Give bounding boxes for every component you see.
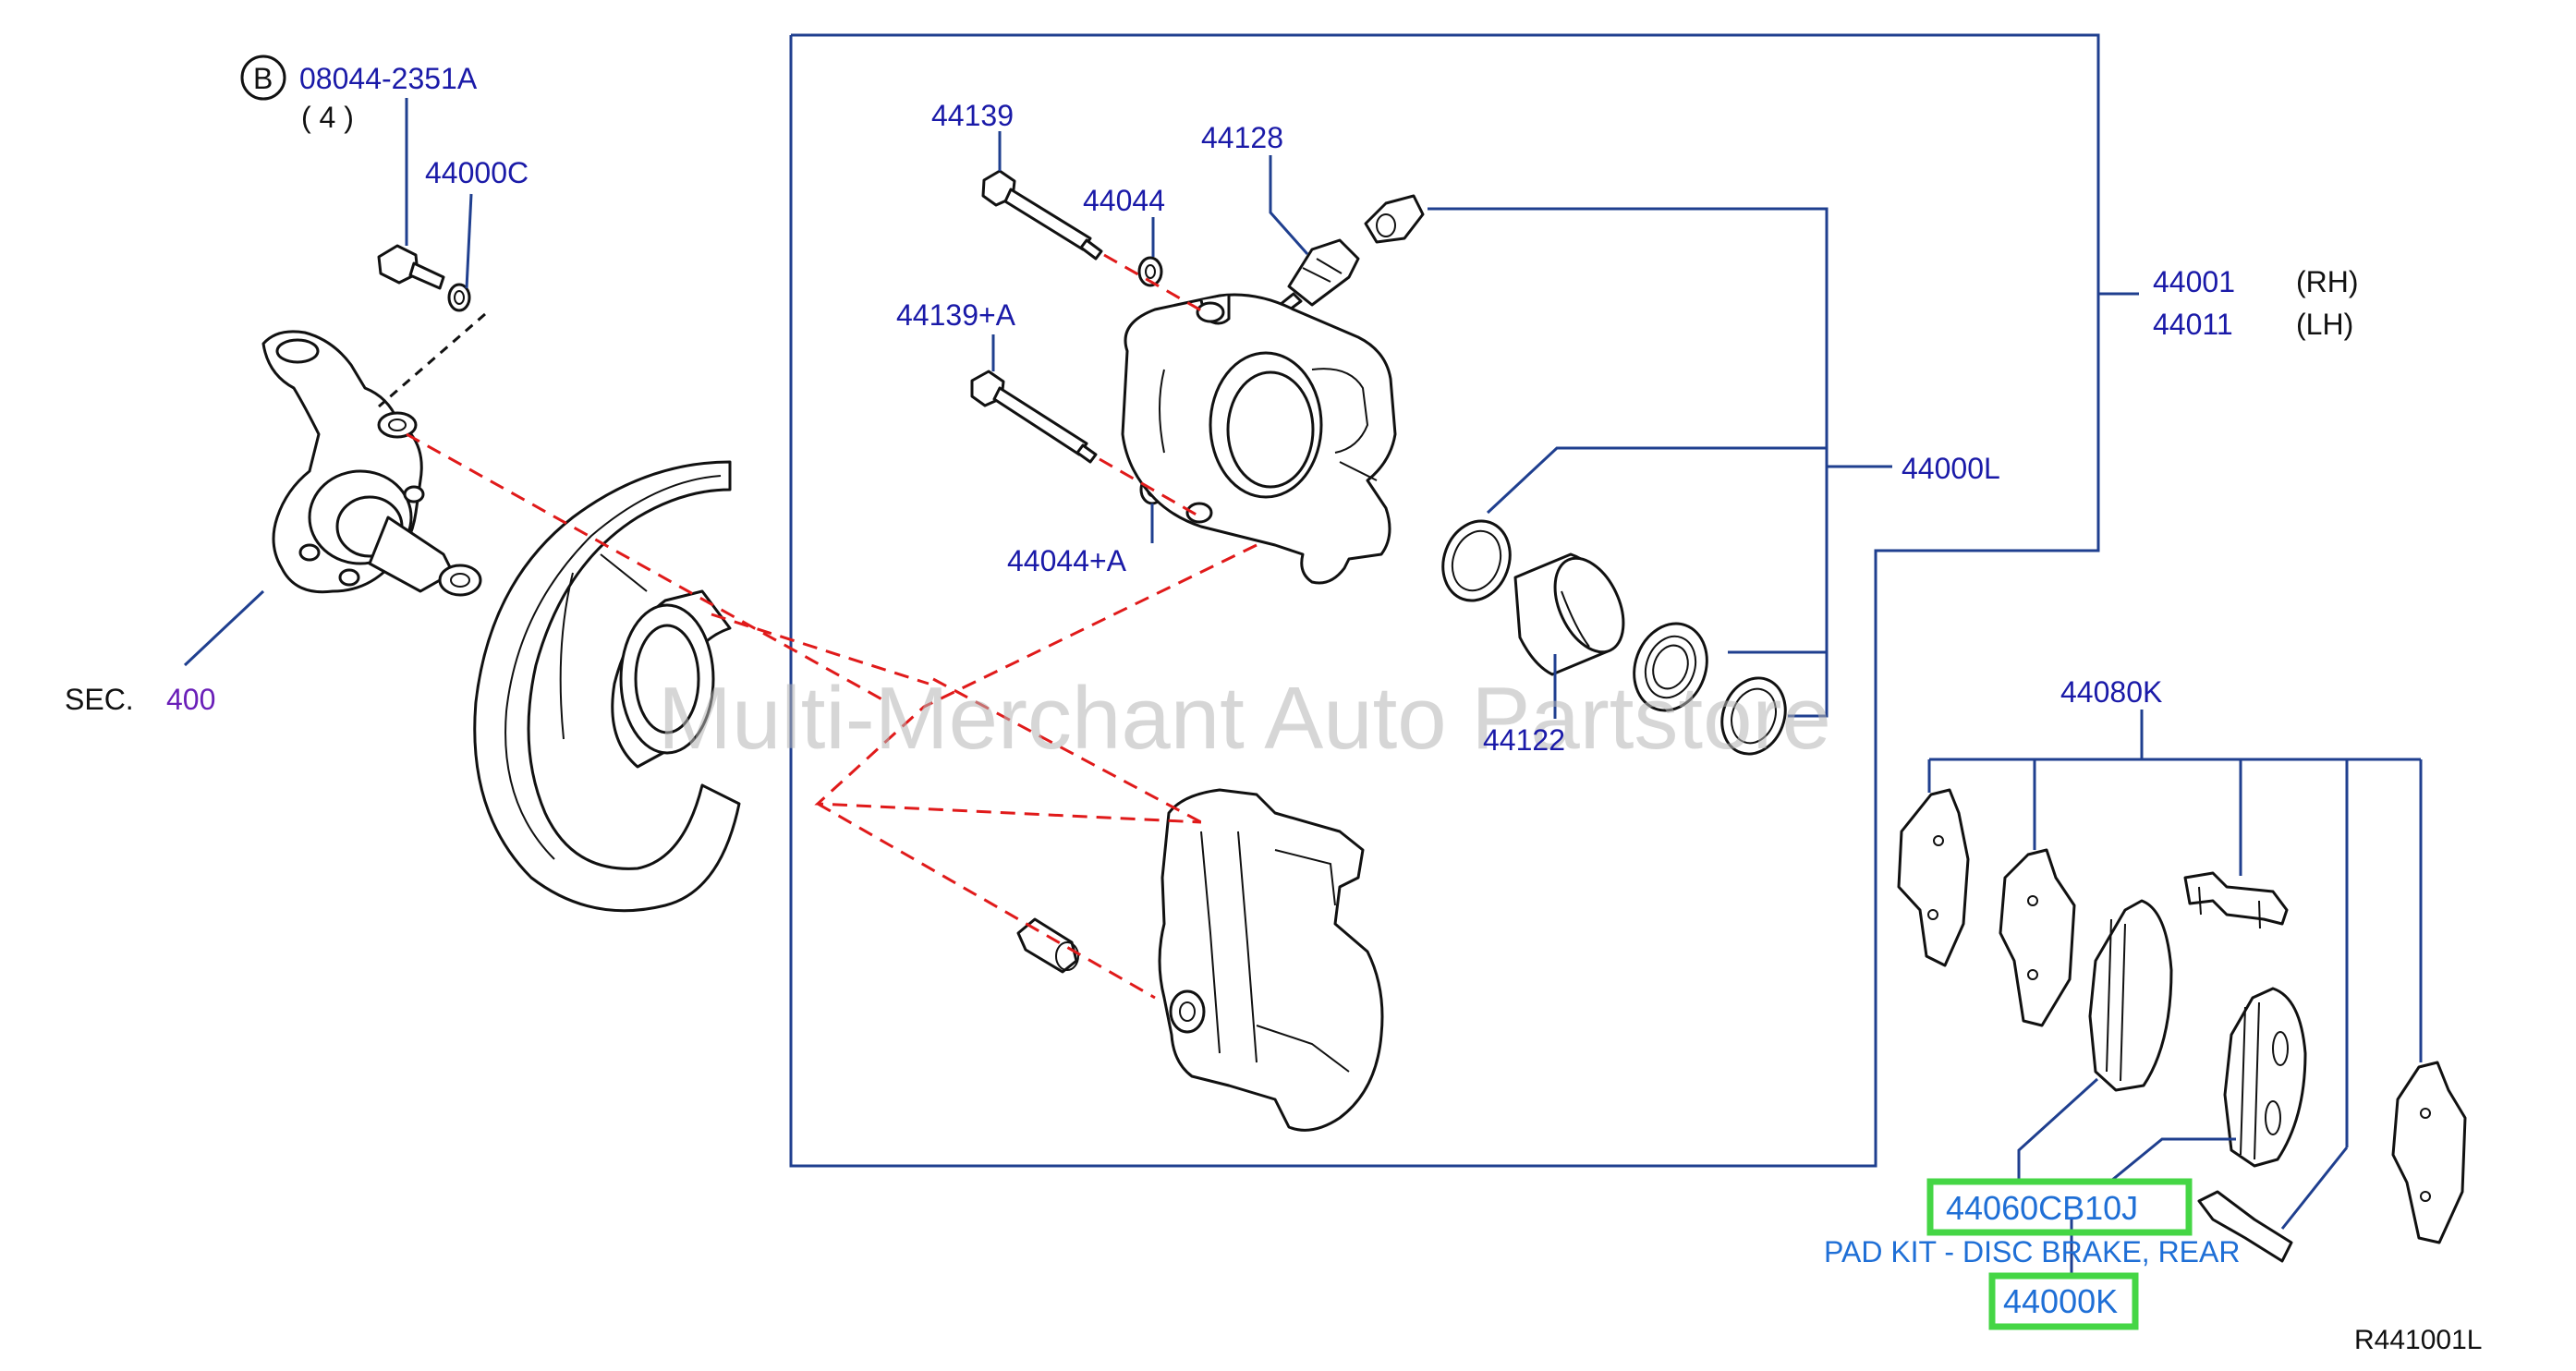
hardware-kit-part-number[interactable]: 44000K [2003, 1282, 2118, 1320]
leader-lines [183, 98, 2423, 1275]
pad-shim-3[interactable] [2391, 1061, 2467, 1244]
bolt-code-badge: B [240, 55, 286, 101]
pad-retainer-clip[interactable] [2183, 871, 2289, 929]
caliper-piston[interactable] [1513, 548, 1637, 676]
pin-boot-part-number[interactable]: 44044 [1083, 184, 1165, 217]
pad-kit-part-number[interactable]: 44060CB10J [1946, 1189, 2138, 1227]
brake-pad-outer[interactable] [2223, 987, 2307, 1168]
diagram-reference-code: R441001L [2354, 1325, 2482, 1355]
bleeder-screw[interactable] [1278, 238, 1360, 314]
piston-part-number[interactable]: 44122 [1483, 723, 1565, 757]
seal-kit-part-number[interactable]: 44000L [1902, 452, 2000, 485]
torque-member-pin[interactable] [1016, 917, 1079, 974]
knuckle-bolt[interactable] [377, 244, 445, 290]
piston-seal-ring[interactable] [1432, 512, 1521, 611]
caliper-lh-side: (LH) [2296, 308, 2353, 341]
pad-kit-highlight [1926, 1178, 2193, 1236]
sec-prefix: SEC. [65, 683, 134, 716]
bolt-quantity: ( 4 ) [301, 101, 354, 134]
brake-pad-inner[interactable] [2088, 899, 2173, 1092]
pin-bolt-part-number[interactable]: 44139 [931, 99, 1014, 132]
bolt-hidden-line [378, 312, 486, 408]
hardware-kit-highlight [1988, 1272, 2139, 1330]
piston-boot-ring[interactable] [1712, 669, 1796, 763]
hidden-line-group [406, 253, 1258, 1000]
caliper-torque-member[interactable] [1158, 788, 1384, 1132]
caliper-lh-part-number[interactable]: 44011 [2153, 308, 2233, 341]
bolt-code-letter: B [253, 62, 273, 95]
caliper-assembly-frame [789, 33, 2100, 1168]
bleeder-part-number[interactable]: 44128 [1201, 121, 1283, 154]
pin-bolt-a[interactable] [970, 370, 1098, 464]
knuckle-washer[interactable] [447, 283, 471, 312]
pad-set-part-number[interactable]: 44080K [2060, 675, 2162, 709]
pin-boot-a-part-number[interactable]: 44044+A [1007, 544, 1127, 577]
pin-bolt-a-part-number[interactable]: 44139+A [896, 298, 1016, 332]
washer-part-number[interactable]: 44000C [425, 156, 529, 189]
caliper-rh-part-number[interactable]: 44001 [2153, 265, 2235, 298]
bolt-part-number[interactable]: 08044-2351A [299, 62, 478, 95]
disc-brake-dust-shield[interactable] [473, 460, 741, 913]
bleeder-cap[interactable] [1364, 194, 1425, 244]
caliper-rh-side: (RH) [2296, 265, 2359, 298]
pad-shim-1[interactable] [1897, 788, 1970, 967]
caliper-body[interactable] [1121, 293, 1397, 585]
piston-boot[interactable] [1622, 613, 1719, 721]
pin-boot[interactable] [1137, 256, 1163, 287]
pad-kit-description: PAD KIT - DISC BRAKE, REAR [1824, 1235, 2240, 1268]
sec-number[interactable]: 400 [166, 683, 215, 716]
steering-knuckle[interactable] [261, 330, 482, 597]
pad-shim-2[interactable] [1999, 848, 2076, 1027]
pad-wear-clip[interactable] [2197, 1190, 2293, 1263]
watermark: Multi-Merchant Auto Partstore [658, 669, 1831, 768]
